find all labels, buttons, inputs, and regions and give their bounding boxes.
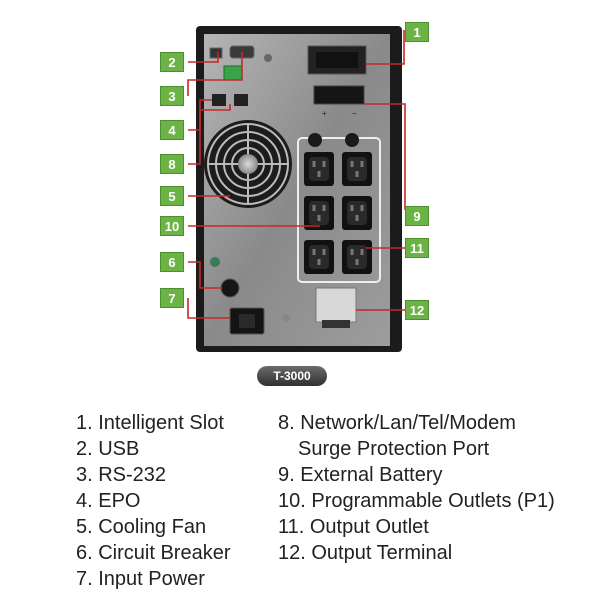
epo-connector [223,65,243,81]
legend-item: 9. External Battery [278,464,443,486]
svg-text:+: + [322,109,327,118]
legend-left: 1. Intelligent Slot 2. USB 3. RS-232 4. … [76,410,231,592]
outlet-socket [304,196,334,230]
legend-item: 4. EPO [76,490,141,512]
callout-12: 12 [405,300,429,320]
outlet-socket [304,240,334,274]
callout-7: 7 [160,288,184,308]
outlet-socket [342,152,372,186]
callout-5: 5 [160,186,184,206]
callout-8: 8 [160,154,184,174]
leader-lines [187,30,406,319]
legend-item: Surge Protection Port [298,438,490,460]
callout-3: 3 [160,86,184,106]
ground-screw [210,257,220,267]
legend-item: 11. Output Outlet [278,516,429,538]
legend-item: 6. Circuit Breaker [76,542,231,564]
svg-text:−: − [352,109,357,118]
cooling-fan [204,120,292,208]
external-battery-connector [313,85,365,105]
usb-port [209,47,223,59]
callout-2: 2 [160,52,184,72]
circuit-breaker [220,278,240,298]
outlet-socket [304,152,334,186]
legend-item: 8. Network/Lan/Tel/Modem [278,412,516,434]
output-terminal [315,287,357,323]
callout-1: 1 [405,22,429,42]
network-surge-port-in [212,94,226,106]
callout-11: 11 [405,238,429,258]
callout-4: 4 [160,120,184,140]
ups-rear-illustration: + − [187,26,406,352]
callout-9: 9 [405,206,429,226]
outlet-socket [342,240,372,274]
legend-item: 3. RS-232 [76,464,167,486]
outlet-bank-frame [297,137,381,283]
ups-rear-panel-diagram: + − [160,22,429,386]
output-outlets [304,152,372,274]
legend-right: 8. Network/Lan/Tel/Modem Surge Protectio… [278,410,555,566]
legend-item: 2. USB [76,438,140,460]
legend-item: 5. Cooling Fan [76,516,207,538]
callout-10: 10 [160,216,184,236]
callout-6: 6 [160,252,184,272]
outlet-socket [342,196,372,230]
legend-item: 1. Intelligent Slot [76,412,224,434]
legend-item: 10. Programmable Outlets (P1) [278,490,555,512]
legend-item: 7. Input Power [76,568,205,590]
network-surge-port-out [234,94,248,106]
legend-item: 12. Output Terminal [278,542,453,564]
model-badge: T-3000 [257,366,327,386]
